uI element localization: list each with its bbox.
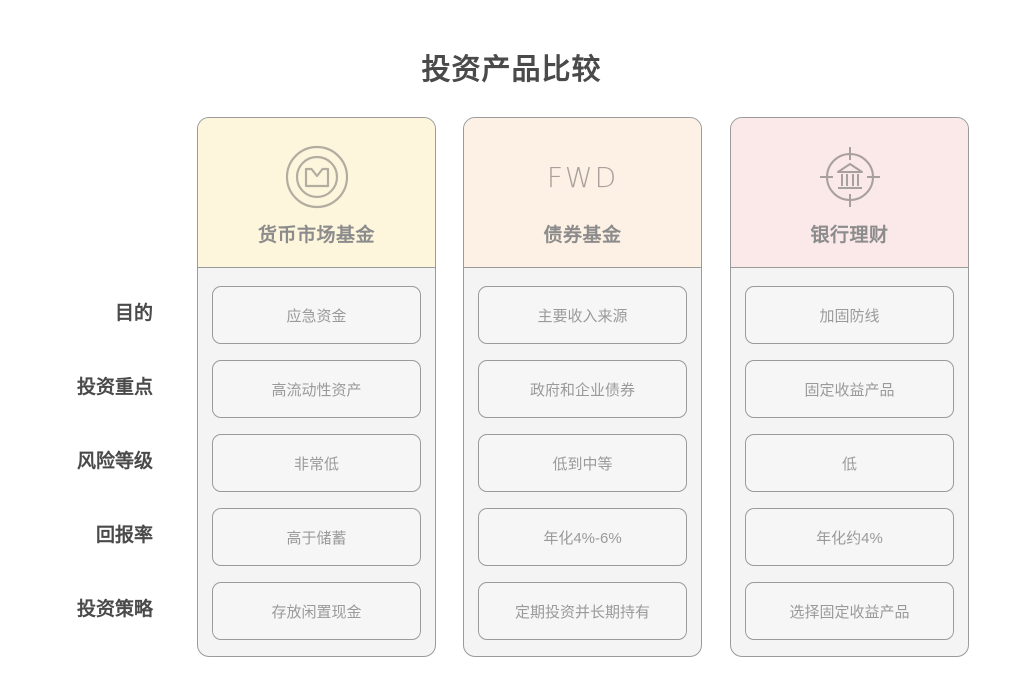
cell-risk[interactable]: 低到中等 (478, 434, 687, 492)
row-label-risk: 风险等级 (76, 451, 153, 472)
card-logo: FWD (547, 140, 618, 214)
product-card-money-market-fund[interactable]: 货币市场基金 应急资金 高流动性资产 非常低 高于储蓄 存放闲置现金 (197, 117, 436, 657)
cell-strategy[interactable]: 选择固定收益产品 (745, 582, 954, 640)
comparison-table: 目的 投资重点 风险等级 回报率 投资策略 货币市场基金 应急资金 高流动性资产… (0, 117, 1023, 662)
cell-focus[interactable]: 政府和企业债券 (478, 360, 687, 418)
card-header: 货币市场基金 (198, 118, 435, 268)
cell-return[interactable]: 年化约4% (745, 508, 954, 566)
cell-risk[interactable]: 非常低 (212, 434, 421, 492)
cell-focus[interactable]: 高流动性资产 (212, 360, 421, 418)
product-card-bond-fund[interactable]: FWD 债券基金 主要收入来源 政府和企业债券 低到中等 年化4%-6% 定期投… (463, 117, 702, 657)
cell-return[interactable]: 高于储蓄 (212, 508, 421, 566)
card-title: 债券基金 (543, 225, 622, 246)
row-label-purpose: 目的 (114, 303, 153, 324)
cell-focus[interactable]: 固定收益产品 (745, 360, 954, 418)
card-header: FWD 债券基金 (464, 118, 701, 268)
fwd-wordmark-logo: FWD (546, 160, 619, 194)
row-label-strategy: 投资策略 (76, 599, 153, 620)
cell-strategy[interactable]: 存放闲置现金 (212, 582, 421, 640)
card-header: 银行理财 (731, 118, 968, 268)
page-title: 投资产品比较 (421, 54, 602, 86)
product-card-bank-wealth[interactable]: 银行理财 加固防线 固定收益产品 低 年化约4% 选择固定收益产品 (730, 117, 969, 657)
cell-strategy[interactable]: 定期投资并长期持有 (478, 582, 687, 640)
money-market-m-circle-icon (284, 144, 350, 210)
card-title: 货币市场基金 (257, 225, 375, 246)
cell-purpose[interactable]: 主要收入来源 (478, 286, 687, 344)
bank-target-icon (816, 143, 884, 211)
row-label-return: 回报率 (95, 525, 153, 546)
cell-risk[interactable]: 低 (745, 434, 954, 492)
cell-purpose[interactable]: 应急资金 (212, 286, 421, 344)
card-logo (816, 140, 884, 214)
row-label-column: 目的 投资重点 风险等级 回报率 投资策略 (0, 117, 185, 662)
card-title: 银行理财 (810, 225, 889, 246)
cell-return[interactable]: 年化4%-6% (478, 508, 687, 566)
row-label-focus: 投资重点 (76, 377, 153, 398)
cell-purpose[interactable]: 加固防线 (745, 286, 954, 344)
card-logo (284, 140, 350, 214)
